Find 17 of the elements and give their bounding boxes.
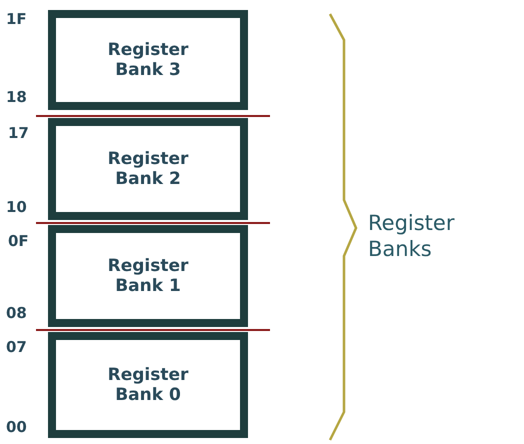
address-label: 1F [6, 10, 27, 28]
address-label: 17 [8, 124, 29, 142]
address-label: 0F [8, 232, 29, 250]
register-bank-box [48, 118, 248, 220]
address-label: 07 [6, 338, 27, 356]
register-bank-box [48, 225, 248, 327]
address-label: 10 [6, 198, 27, 216]
address-label: 00 [6, 418, 27, 436]
address-label: 08 [6, 304, 27, 322]
bank-label: Register Bank 1 [106, 256, 190, 296]
bank-label: Register Bank 2 [106, 148, 190, 190]
group-label: Register Banks [368, 210, 456, 262]
bank-label: Register Bank 3 [106, 40, 190, 80]
bank-label: Register Bank 0 [106, 364, 190, 406]
address-label: 18 [6, 88, 27, 106]
register-bank-box [48, 332, 248, 438]
register-bank-box [48, 10, 248, 110]
